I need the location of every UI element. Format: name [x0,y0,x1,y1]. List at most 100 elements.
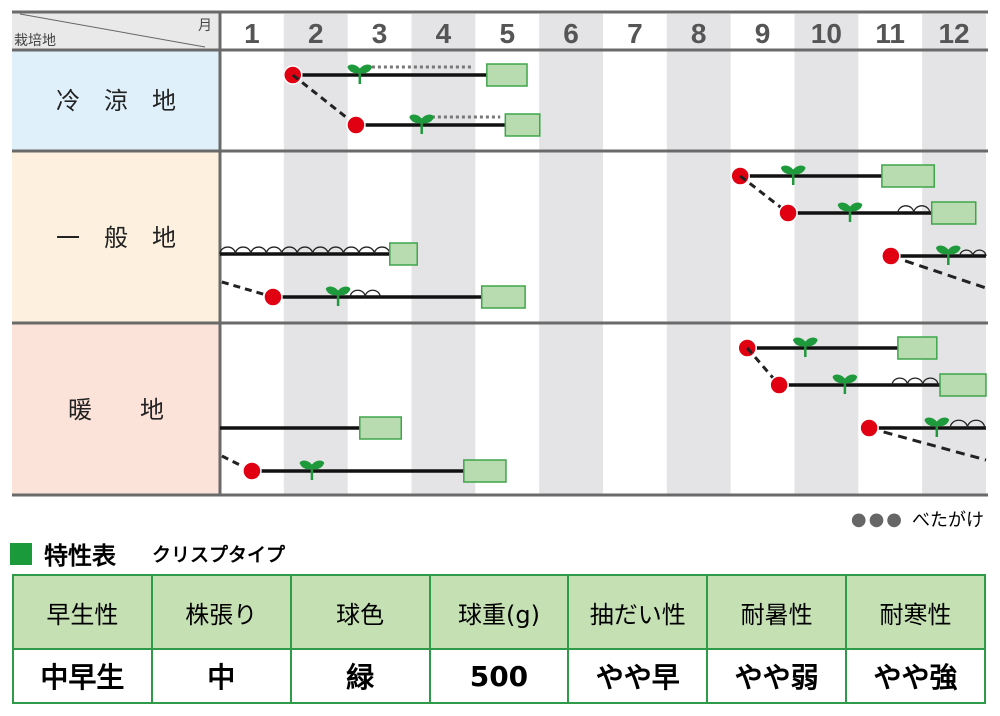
harvest-box [389,242,418,266]
month-label: 9 [755,18,771,49]
harvest-box [359,416,403,440]
value-cell: 500 [428,648,570,704]
connector-dashed [291,73,357,127]
month-column-shade [794,14,859,494]
sowing-dot [346,115,366,135]
sprout-icon [837,202,863,222]
tunnel-icon [265,246,283,255]
sprout-icon [409,114,435,134]
traits-title: 特性表 クリスプタイプ [10,536,285,571]
value-cell: 中早生 [12,648,153,704]
sprout-icon [325,286,351,306]
month-column-shade [922,14,986,494]
tunnel-icon [349,289,366,298]
harvest-box [939,373,987,397]
tunnel-icon [966,419,986,429]
header-cell: 耐暑性 [706,574,848,650]
continuation-dashed [868,426,987,462]
corner-month-label: 月 [198,18,212,34]
harvest-box [463,459,507,483]
header-cell: 球重(g) [428,574,570,650]
traits-value-row: 中早生 中 緑 500 やや早 やや弱 やや強 [12,648,986,704]
value-cell: やや早 [567,648,709,704]
corner-region-label: 栽培地 [14,33,56,49]
sprout-icon [347,64,373,84]
continuation-dashed [890,254,987,290]
header-cell: 株張り [150,574,292,650]
month-label: 6 [563,18,579,49]
region-label: 暖 地 [68,396,164,424]
region-label: 冷 涼 地 [56,87,176,115]
harvest-box [504,113,541,137]
value-cell: 中 [150,648,292,704]
tunnel-icon [296,246,314,255]
tunnel-icon [949,419,969,429]
connector-dashed [221,280,274,299]
sprout-icon [780,165,806,185]
legend: ●●● べたがけ [851,506,984,532]
header-cell: 抽だい性 [567,574,709,650]
region-label: 一 般 地 [56,224,176,252]
region-cell [12,324,220,494]
header-cell: 早生性 [12,574,153,650]
tunnel-icon [922,377,939,386]
green-square-icon [10,542,32,565]
sprout-icon [299,460,325,480]
harvest-box [486,63,528,87]
header-diagonal [19,13,206,48]
traits-subtitle: クリスプタイプ [152,544,286,566]
tunnel-icon [897,205,915,214]
month-label: 4 [436,18,452,49]
month-label: 8 [691,18,707,49]
tunnel-icon [311,246,329,255]
sprout-icon [935,245,961,265]
harvest-box [897,336,938,360]
sowing-dot [859,418,879,438]
betagake-dots-icon: ●●● [850,508,904,530]
tunnel-icon [364,289,381,298]
traits-heading: 特性表 [44,542,116,570]
sowing-dot [769,375,789,395]
tunnel-icon [219,246,237,255]
tunnel-icon [913,205,931,214]
month-label: 1 [244,18,260,49]
month-label: 2 [308,18,324,49]
tunnel-icon [342,246,360,255]
month-label: 7 [627,18,643,49]
tunnel-icon [327,246,345,255]
traits-header-row: 早生性 株張り 球色 球重(g) 抽だい性 耐暑性 耐寒性 [12,574,986,650]
value-cell: 緑 [289,648,431,704]
sprout-icon [792,337,818,357]
month-column-shade [666,14,731,494]
tunnel-icon [281,246,298,255]
sprout-icon [924,417,950,437]
harvest-box [480,285,526,309]
month-label: 3 [372,18,388,49]
value-cell: やや弱 [706,648,848,704]
month-label: 12 [938,18,969,49]
tunnel-icon [234,246,252,255]
tunnel-icon [891,377,909,386]
sowing-dot [778,203,798,223]
value-cell: やや強 [845,648,986,704]
region-cell [12,50,220,150]
month-column-shade [411,14,476,494]
sowing-dot [263,287,283,307]
tunnel-icon [250,246,267,255]
tunnel-icon [972,249,987,257]
sowing-dot [242,461,262,481]
month-label: 10 [811,18,842,49]
traits-table: 早生性 株張り 球色 球重(g) 抽だい性 耐暑性 耐寒性 中早生 中 緑 50… [12,574,986,704]
header-cell: 球色 [289,574,431,650]
month-label: 11 [875,18,905,49]
region-cell [12,152,220,322]
sowing-dot [881,246,901,266]
month-label: 5 [499,18,515,49]
harvest-box [930,201,977,225]
sprout-icon [832,374,858,394]
month-column-shade [539,14,603,494]
tunnel-icon [358,246,376,255]
connector-dashed [739,174,790,215]
